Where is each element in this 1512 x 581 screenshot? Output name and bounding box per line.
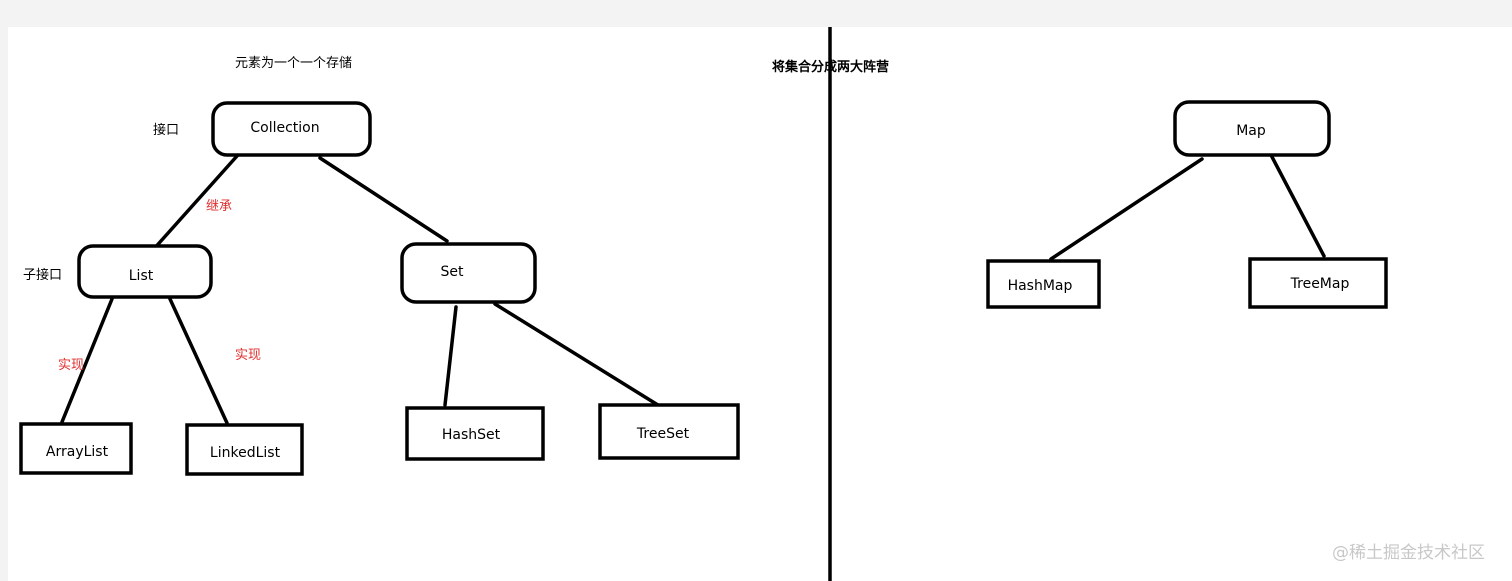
node-map-box: [1173, 100, 1331, 157]
node-linkedlist-label: LinkedList: [210, 445, 281, 461]
note-storage: 元素为一个一个存储: [235, 56, 352, 71]
node-arraylist-box: [19, 422, 133, 475]
note-sub-interface: 子接口: [23, 267, 62, 283]
node-list-box: [77, 244, 213, 299]
edge-list-arraylist: [60, 297, 114, 424]
edge-collection-list: [150, 154, 239, 253]
note-interface: 接口: [153, 122, 179, 138]
edge-map-hashmap: [1049, 157, 1204, 261]
edge-label-inherit: 继承: [206, 199, 232, 214]
node-hashset-box: [405, 406, 545, 461]
edge-set-hashset: [443, 305, 458, 407]
node-set-label: Set: [441, 264, 465, 280]
edge-label-implement-right: 实现: [235, 348, 261, 363]
node-hashset-label: HashSet: [442, 427, 501, 443]
node-hashmap-box: [986, 259, 1101, 309]
watermark: @稀土掘金技术社区: [1332, 543, 1485, 563]
node-treemap-label: TreeMap: [1290, 276, 1350, 292]
node-map-label: Map: [1236, 123, 1266, 139]
edge-map-treemap: [1269, 153, 1326, 258]
edge-label-implement-left: 实现: [58, 358, 84, 373]
node-treeset-box: [598, 403, 740, 460]
edge-set-treeset: [493, 302, 668, 412]
node-set-box: [400, 242, 537, 304]
node-collection-box: [211, 101, 372, 157]
node-treeset-label: TreeSet: [636, 426, 690, 442]
node-hashmap-label: HashMap: [1008, 278, 1073, 294]
note-split: 将集合分成两大阵营: [772, 59, 889, 75]
node-arraylist-label: ArrayList: [46, 444, 109, 460]
edge-list-linkedlist: [168, 297, 229, 425]
node-list-label: List: [129, 268, 154, 284]
edge-collection-set: [318, 156, 449, 243]
node-collection-label: Collection: [250, 120, 319, 136]
node-linkedlist-box: [185, 423, 304, 476]
node-treemap-box: [1248, 257, 1388, 309]
